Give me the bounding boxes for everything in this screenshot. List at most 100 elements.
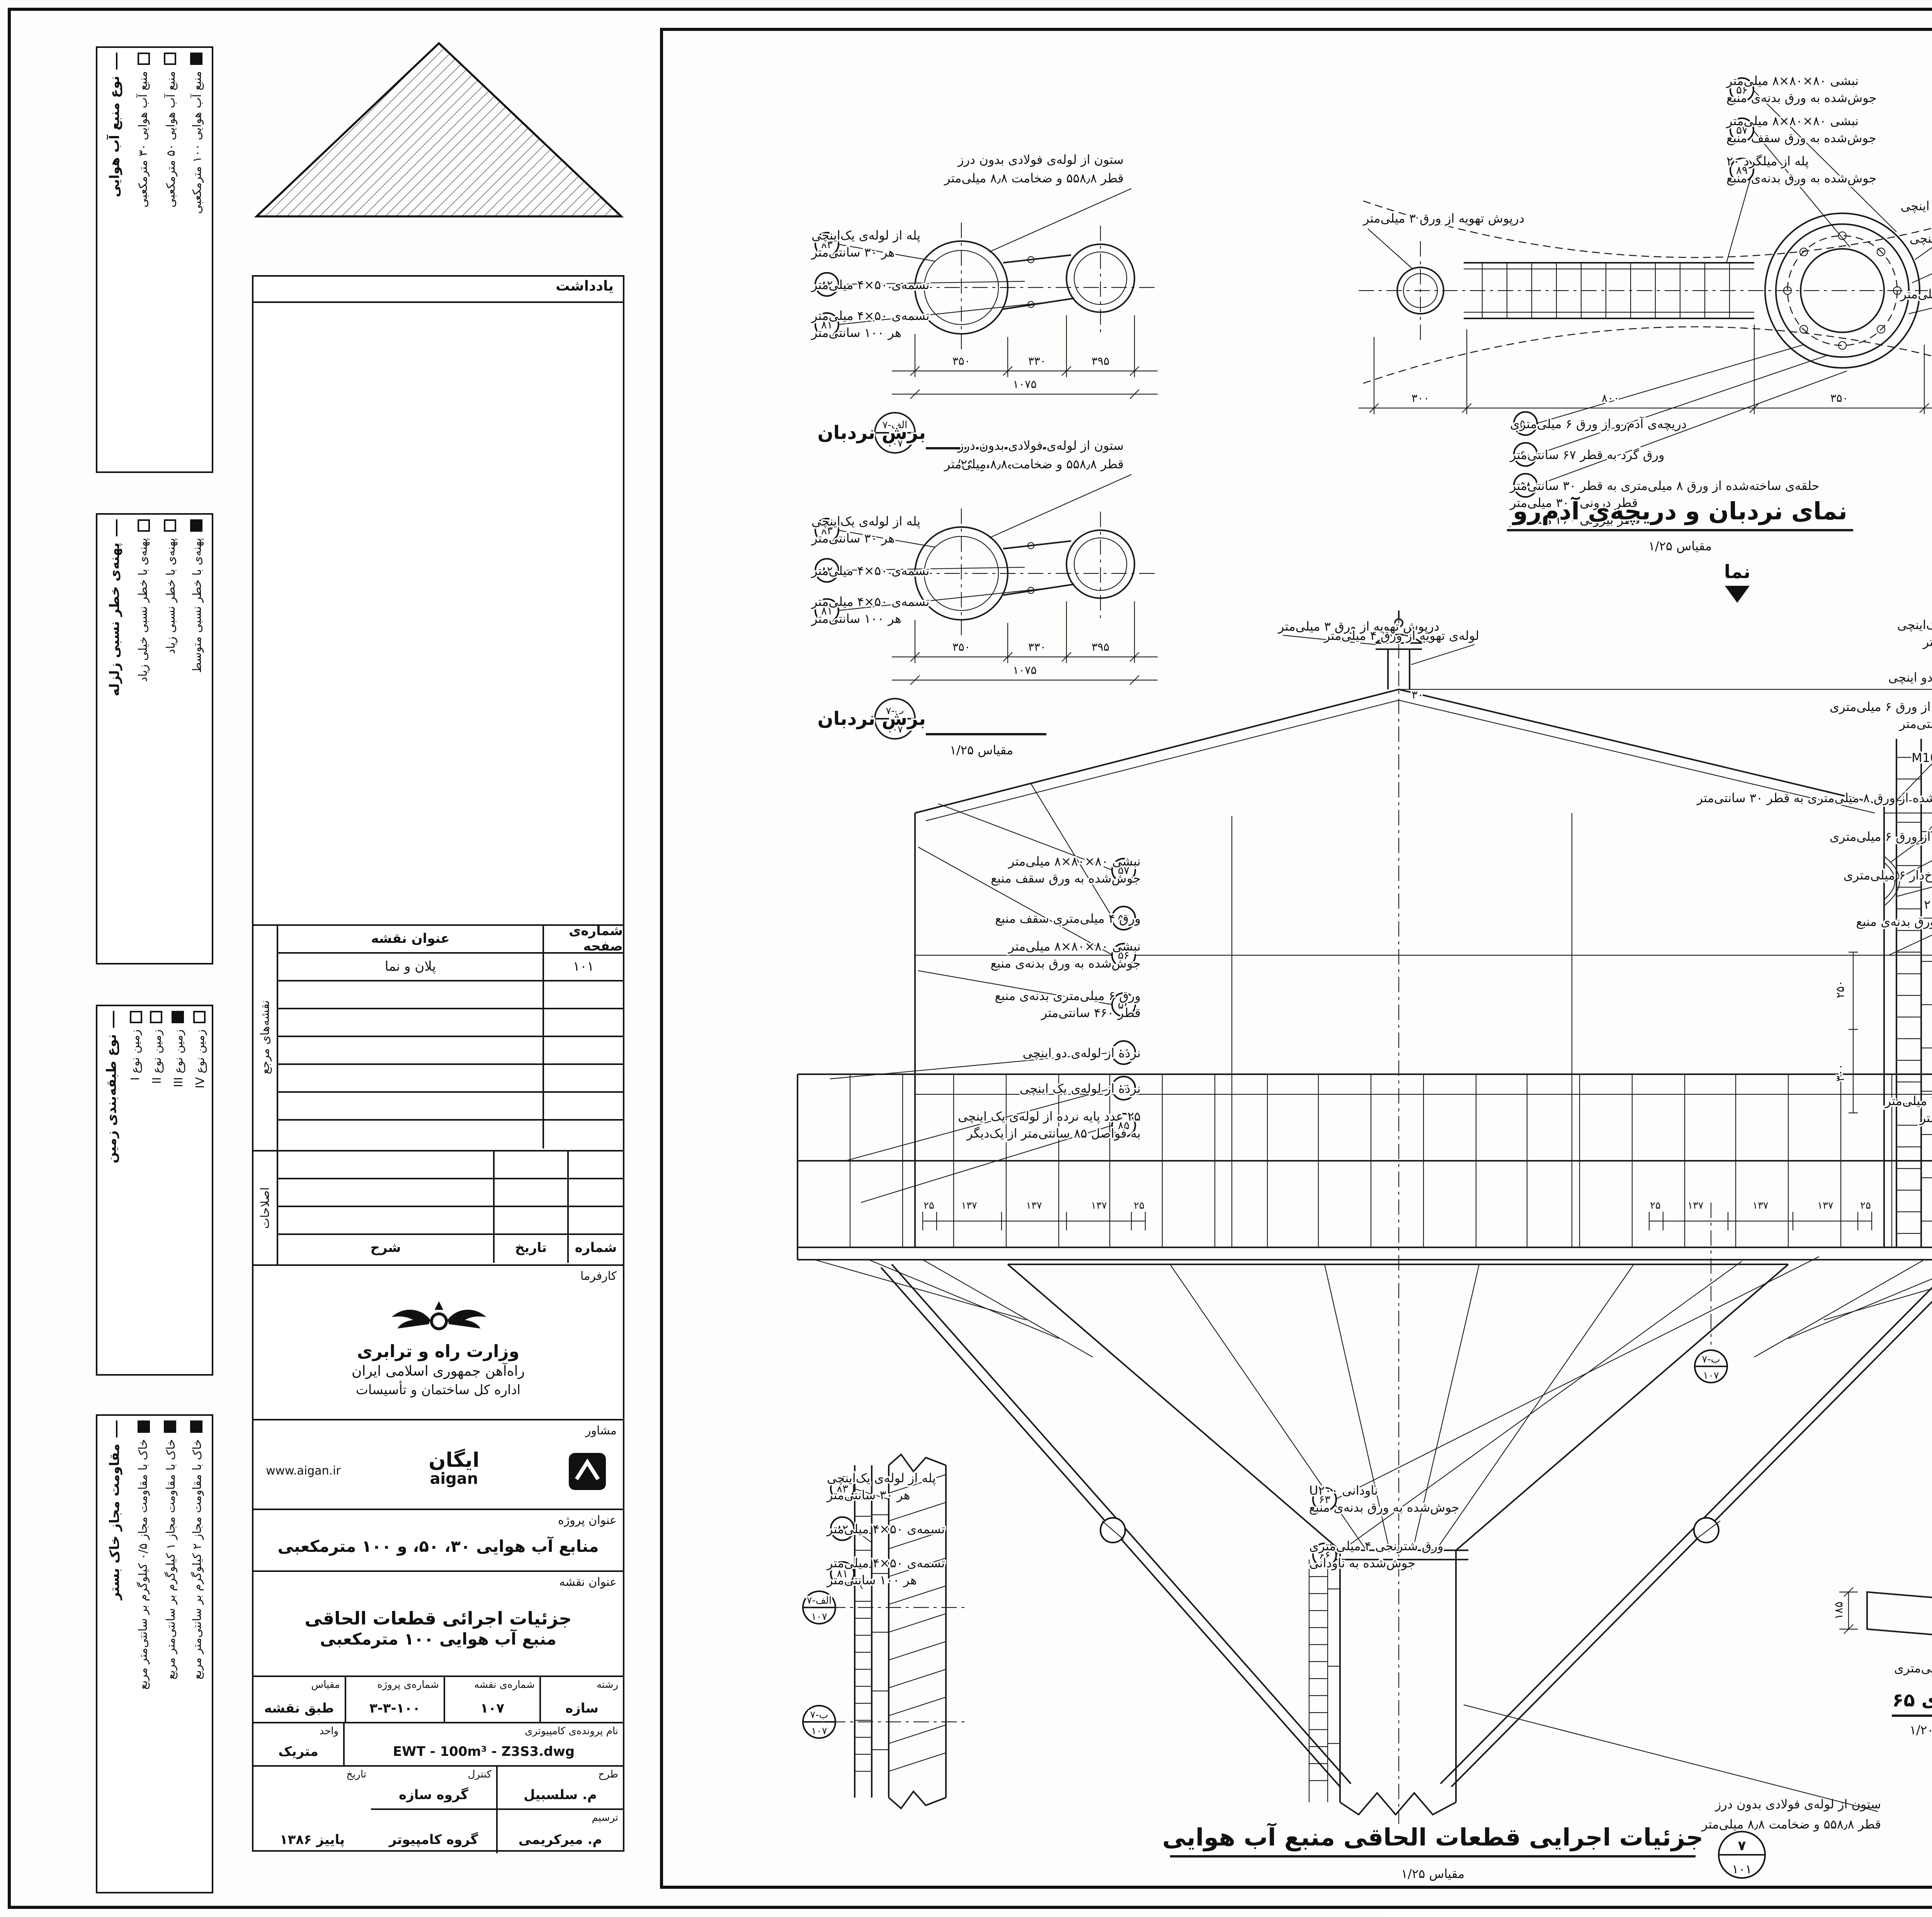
ladder-section-b: ۸۳ پله از لوله‌ی یک‌اینچی هر ۳۰ سانتی‌مت… bbox=[811, 438, 1158, 757]
client-label: کارفرما bbox=[580, 1269, 617, 1283]
callout-label: حلقه‌ی ساخته‌شده از ورق ۸ میلی‌متری به ق… bbox=[1696, 791, 1932, 805]
client-line-ministry: وزارت راه و ترابری bbox=[357, 1342, 519, 1362]
legend-item: زمین نوع IV bbox=[192, 1011, 206, 1369]
callout-label: تسمه‌ی ۵۰×۴ میلی‌متر bbox=[811, 594, 929, 609]
dim-label: ۲۵۰ bbox=[1833, 980, 1847, 998]
dash-icon bbox=[113, 1011, 114, 1028]
project-title-box: عنوان پروژه منابع آب هوایی ۳۰، ۵۰، و ۱۰۰… bbox=[253, 1510, 623, 1572]
consultant-box: مشاور ایگان aigan www.aigan.ir bbox=[253, 1420, 623, 1510]
checkbox-icon bbox=[138, 519, 150, 532]
callout-label: دریچه‌ی آدم‌رو از ورق ۶ میلی‌متری bbox=[1510, 416, 1687, 431]
ref-col-title: عنوان نقشه bbox=[278, 926, 543, 952]
callout-label: به قطر ۶۰ سانتی‌متر bbox=[1899, 716, 1932, 731]
callout-label: جوش‌شده به ورق سقف منبع bbox=[991, 871, 1141, 886]
section-marker-sheet: ۱۰۷ bbox=[811, 1611, 827, 1623]
callout-label: هر ۱۰۰ سانتی‌متر bbox=[826, 1573, 917, 1587]
view-scale: مقیاس ۱/۲۵ bbox=[950, 743, 1013, 757]
meta-sheet-no: شماره‌ی نقشه۱۰۷ bbox=[444, 1677, 539, 1722]
dash-icon bbox=[116, 53, 117, 70]
detail-title: قطعه‌ی ۶۵ bbox=[1892, 1689, 1932, 1711]
railways-emblem-icon bbox=[383, 1298, 494, 1339]
callout-label: پله از میلگرد ۲۰ bbox=[1924, 897, 1932, 912]
callout-label: تسمه‌ی ۵۰×۴ میلی‌متر bbox=[811, 277, 929, 292]
callout-label: جوش‌شده به ورق بدنه‌ی منبع bbox=[1309, 1500, 1459, 1515]
meta-unit: واحدمتریک bbox=[253, 1723, 343, 1765]
consultant-label: مشاور bbox=[585, 1424, 617, 1437]
dim-label: ۳۵۰ bbox=[1830, 391, 1848, 405]
detail-scale: مقیاس ۱/۲۰ bbox=[1910, 1723, 1932, 1737]
callout-label: درپوش تهویه از ورق ۳ میلی‌متر bbox=[1362, 211, 1524, 226]
checkbox-checked-icon bbox=[172, 1011, 184, 1023]
title-block: یادداشت شماره‌ی صفحه عنوان نقشه ۱۰۱ پلان… bbox=[252, 275, 624, 1852]
client-line-department: اداره کل ساختمان و تأسیسات bbox=[356, 1383, 520, 1399]
callout-label: نبشی ۸۰×۸۰×۸ میلی‌متر bbox=[1726, 73, 1859, 88]
callout-label: ورق گرد به قطر ۶۷ سانتی‌متر bbox=[1509, 447, 1665, 462]
callout-label: پله از میلگرد ۲۰ bbox=[1726, 154, 1809, 168]
notes-label: یادداشت bbox=[253, 277, 623, 303]
callout-label: هر ۳۰ سانتی‌متر bbox=[811, 531, 895, 546]
dim-label: ۲۵ bbox=[923, 1200, 934, 1211]
dim-label: ۱۳۷ bbox=[1752, 1200, 1768, 1211]
legend-item: زمین نوع III bbox=[171, 1011, 185, 1369]
callout-label: تسمه‌ی ۵۰×۴ میلی‌متر bbox=[826, 1556, 945, 1570]
callout-label: جوش‌شده به ورق بدنه‌ی منبع bbox=[990, 956, 1141, 971]
callout-label: ورق ۴ میلی‌متری سقف منبع bbox=[995, 911, 1141, 926]
callout-label: پله از لوله‌ی یک‌اینچی bbox=[1897, 617, 1932, 632]
dim-label: ۳۳۰ bbox=[1028, 640, 1046, 653]
section-marker-sheet: ۱۰۷ bbox=[1703, 1370, 1719, 1381]
section-marker-id: الف-۷ bbox=[807, 1595, 832, 1606]
callout-label: ورق ۶ میلی‌متری بدنه‌ی منبع bbox=[995, 988, 1141, 1003]
rev-side-label: اصلاحات bbox=[253, 1152, 278, 1264]
client-box: کارفرما وزارت راه و ترابری راه‌آهن جمهور… bbox=[253, 1266, 623, 1420]
callout-label: پله از لوله‌ی یک‌اینچی bbox=[811, 228, 920, 243]
checkbox-icon bbox=[193, 1011, 206, 1023]
meta-design: طرحم. سلسبیل bbox=[496, 1767, 623, 1808]
column-note: قطر ۵۵۸٫۸ و ضخامت ۸٫۸ میلی‌متر bbox=[944, 171, 1124, 185]
checkbox-icon bbox=[164, 519, 177, 532]
checkbox-icon bbox=[164, 53, 177, 65]
view-direction-arrow-icon bbox=[1725, 586, 1750, 603]
dim-label: ۳۵۰ bbox=[952, 640, 970, 653]
notes-box: یادداشت bbox=[253, 277, 623, 926]
hatched-triangle-mark bbox=[247, 37, 631, 226]
callout-label: نبشی ۸۰×۸۰×۸ میلی‌متر bbox=[1726, 114, 1859, 128]
callout-label: جوش‌شده به ورق بدنه‌ی منبع bbox=[1856, 914, 1932, 929]
dim-label: ۳۹۵ bbox=[1092, 640, 1109, 653]
material-label: ورق ۱۰ میلی‌متری bbox=[1894, 1661, 1932, 1675]
checkbox-icon bbox=[129, 1011, 142, 1023]
callout-label: حلقه‌ی ساخته‌شده از ورق ۸ میلی‌متری به ق… bbox=[1509, 478, 1820, 493]
legend-strip-soil-class: نوع طبقه‌بندی زمین زمین نوع I زمین نوع I… bbox=[96, 1005, 213, 1376]
dim-label: ۳۵۰ bbox=[952, 354, 970, 367]
view-title: برش نردبان bbox=[818, 422, 926, 444]
dim-label: ۳۰۰ bbox=[1412, 391, 1429, 405]
callout-label: پیچ و مهره‌ی M10 bbox=[1912, 750, 1932, 765]
dim-label: ۱۳۷ bbox=[1817, 1200, 1833, 1211]
dash-icon bbox=[116, 1420, 117, 1437]
consultant-name-en: aigan bbox=[430, 1473, 478, 1489]
column-note: قطر ۵۵۸٫۸ و ضخامت ۸٫۸ میلی‌متر bbox=[944, 457, 1124, 471]
legend-item: خاک با مقاومت مجاز ۰/۵ کیلوگرم بر سانتی‌… bbox=[137, 1420, 151, 1887]
callout-label: پله از لوله‌ی یک‌اینچی bbox=[1910, 231, 1932, 246]
checkbox-checked-icon bbox=[191, 1420, 203, 1433]
piece-65-detail: ۱۸۵ ورق ۱۰ میلی‌متری قطعه‌ی ۶۵ مقیاس ۱/۲… bbox=[1832, 1587, 1932, 1737]
dim-label: ۳۰ bbox=[1412, 688, 1423, 701]
callout-label: دریچه‌ی آدم‌رو از ورق ۶ میلی‌متری bbox=[1830, 829, 1932, 844]
legend-item: منبع آب هوایی ۵۰ مترمکعبی bbox=[163, 53, 177, 467]
callout-label: هر ۳۰ سانتی‌متر bbox=[811, 245, 895, 260]
callout-label: جوش‌شده به ورق بدنه‌ی منبع bbox=[1726, 90, 1877, 105]
legend-title: مقاومت مجاز خاک بستر bbox=[109, 1420, 124, 1887]
meta-check: کنترلگروه سازه bbox=[371, 1767, 496, 1808]
column-note: ستون از لوله‌ی فولادی بدون درز bbox=[957, 152, 1124, 167]
meta-computer-group: گروه کامپیوتر bbox=[371, 1810, 496, 1853]
callout-label: تسمه‌ی ۵۰×۴ میلی‌متر bbox=[826, 1522, 945, 1536]
dim-label: ۱۸۵ bbox=[1832, 1602, 1845, 1619]
main-title-scale: مقیاس ۱/۲۵ bbox=[1401, 1866, 1464, 1881]
legend-strip-tank-type: نوع منبع آب هوایی منبع آب هوایی ۳۰ مترمک… bbox=[96, 46, 213, 473]
detail-bubble-number: ۷ bbox=[1738, 1838, 1746, 1854]
meta-scale: مقیاسطبق نقشه bbox=[253, 1677, 345, 1722]
ladder-section-a: ۸۳ پله از لوله‌ی یک‌اینچی هر ۳۰ سانتی‌مت… bbox=[811, 152, 1158, 471]
checkbox-checked-icon bbox=[191, 53, 203, 65]
callout-label: به فواصل ۸۵ سانتی‌متر از یک‌دیگر bbox=[966, 1126, 1141, 1141]
